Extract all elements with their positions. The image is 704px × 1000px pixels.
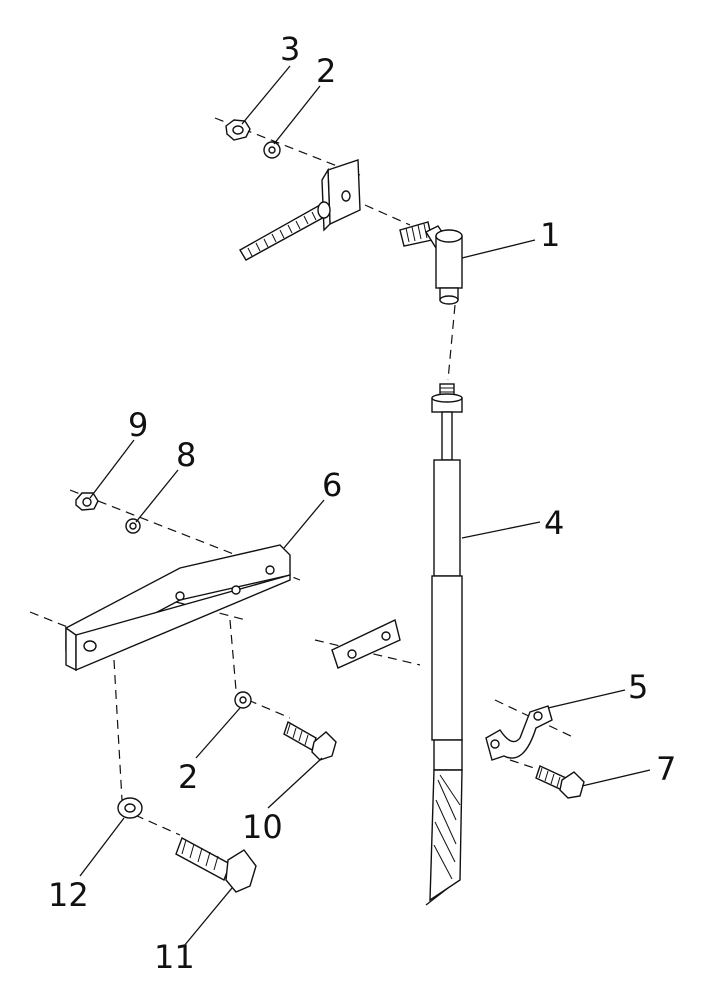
hex-nut-part-3 xyxy=(225,119,251,141)
callout-1: 1 xyxy=(540,216,560,254)
callout-2-top: 2 xyxy=(316,52,336,90)
washer-part-2-lower xyxy=(234,691,252,709)
callout-labels: 3 2 1 9 8 6 4 5 2 7 10 12 11 xyxy=(48,30,676,976)
threaded-rod-bracket xyxy=(239,159,361,261)
lever-plate-part-6 xyxy=(65,544,291,672)
control-cable-part-4 xyxy=(425,383,463,906)
swivel-joint-part-1 xyxy=(399,221,463,305)
bolt-part-7 xyxy=(535,765,585,799)
link-plate xyxy=(331,619,401,669)
washer-part-12 xyxy=(117,797,143,819)
callout-9: 9 xyxy=(128,406,148,444)
bolt-part-10 xyxy=(283,720,337,761)
callout-5: 5 xyxy=(628,668,648,706)
bolt-part-11 xyxy=(175,837,257,893)
callout-2-lower: 2 xyxy=(178,758,198,796)
cable-clamp-part-5 xyxy=(485,705,553,761)
callout-8: 8 xyxy=(176,436,196,474)
hex-nut-part-9 xyxy=(75,492,99,511)
callout-6: 6 xyxy=(322,466,342,504)
callout-10: 10 xyxy=(242,808,283,846)
callout-4: 4 xyxy=(544,504,564,542)
callout-12: 12 xyxy=(48,876,89,914)
callout-7: 7 xyxy=(656,750,676,788)
washer-part-2-top xyxy=(263,141,281,159)
callout-3: 3 xyxy=(280,30,300,68)
callout-11: 11 xyxy=(154,938,195,976)
washer-part-8 xyxy=(125,518,141,534)
leader-lines xyxy=(79,65,651,947)
